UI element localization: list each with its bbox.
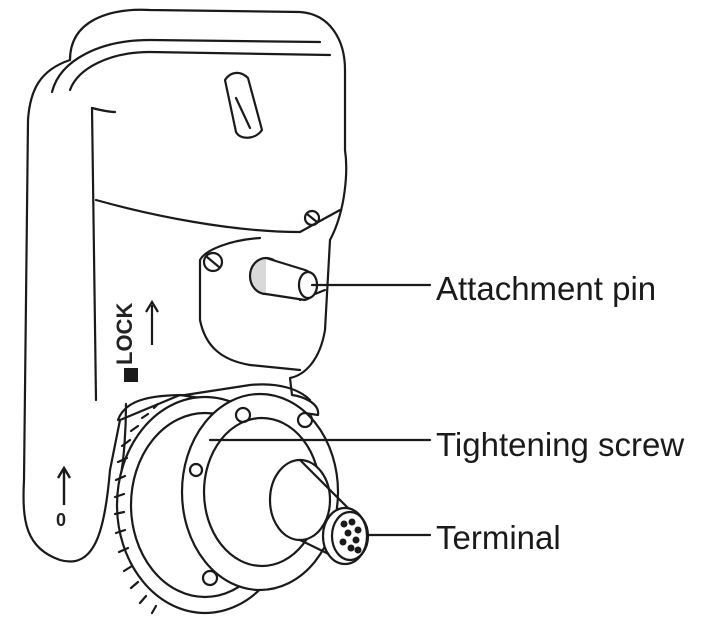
mount-screw-left xyxy=(202,251,224,273)
callout-tightening-screw: Tightening screw xyxy=(436,426,685,463)
unlock-arrow-icon xyxy=(56,465,72,505)
callout-terminal: Terminal xyxy=(436,519,561,556)
housing-side-edge xyxy=(90,106,98,402)
unlock-marking: 0 xyxy=(56,465,72,530)
lock-marking: LOCK xyxy=(112,303,137,365)
top-notch xyxy=(223,71,264,139)
lock-text: LOCK xyxy=(112,303,137,365)
mount-screw-top xyxy=(303,209,321,227)
unlock-text: 0 xyxy=(56,510,66,530)
housing-top-rim xyxy=(50,38,322,94)
lock-arrow-icon xyxy=(145,299,159,345)
callout-attachment-pin: Attachment pin xyxy=(436,270,657,307)
collar-housing xyxy=(116,383,312,422)
housing-seam xyxy=(94,198,342,234)
lock-indicator-icon xyxy=(124,368,138,382)
housing-outline xyxy=(22,8,348,563)
attachment-pin xyxy=(248,256,319,302)
